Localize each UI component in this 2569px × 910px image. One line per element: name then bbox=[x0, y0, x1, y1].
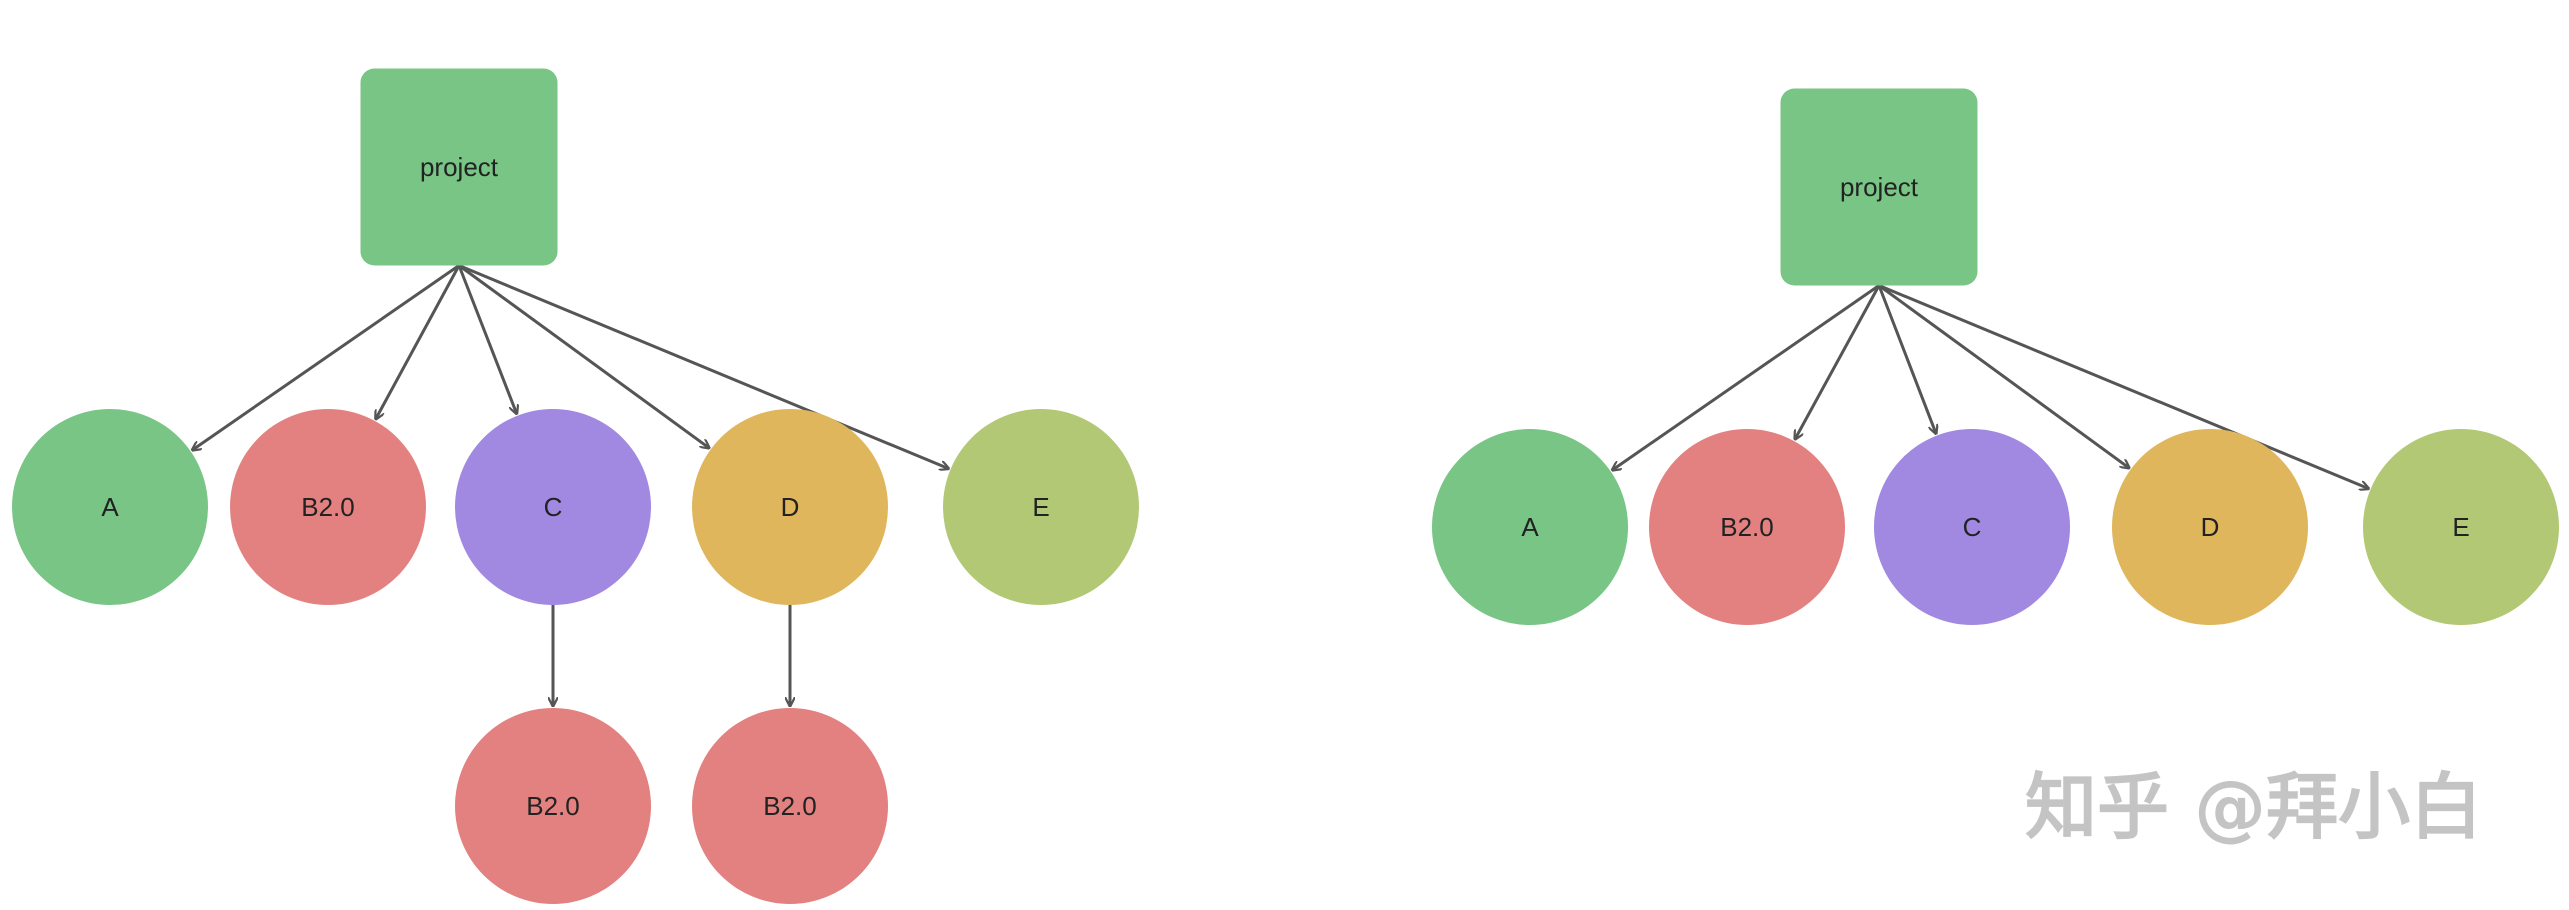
edge-left-project-to-b bbox=[376, 264, 461, 420]
node-label: D bbox=[781, 492, 800, 522]
project-box bbox=[1780, 88, 1978, 286]
node-left-cb: B2.0 bbox=[455, 708, 651, 904]
node-label: B2.0 bbox=[1720, 512, 1774, 542]
node-label: E bbox=[1032, 492, 1049, 522]
node-right-c: C bbox=[1874, 429, 2070, 625]
node-circle bbox=[1432, 429, 1628, 625]
edge-right-project-to-c bbox=[1877, 284, 1936, 434]
node-circle bbox=[12, 409, 208, 605]
node-label: D bbox=[2201, 512, 2220, 542]
node-label: A bbox=[1521, 512, 1539, 542]
node-left-c: C bbox=[455, 409, 651, 605]
edge-left-project-to-c bbox=[457, 264, 517, 414]
node-label: B2.0 bbox=[301, 492, 355, 522]
edge-right-project-to-b bbox=[1795, 284, 1881, 440]
edges-layer bbox=[192, 264, 2369, 707]
node-circle bbox=[455, 409, 651, 605]
node-label: B2.0 bbox=[763, 791, 817, 821]
edge-left-project-to-e bbox=[458, 264, 949, 469]
node-right-d: D bbox=[2112, 429, 2308, 625]
node-right-a: A bbox=[1432, 429, 1628, 625]
node-circle bbox=[692, 409, 888, 605]
node-right-b: B2.0 bbox=[1649, 429, 1845, 625]
node-right-e: E bbox=[2363, 429, 2559, 625]
node-left-e: E bbox=[943, 409, 1139, 605]
node-circle bbox=[455, 708, 651, 904]
node-left-d: D bbox=[692, 409, 888, 605]
node-circle bbox=[692, 708, 888, 904]
node-circle bbox=[1649, 429, 1845, 625]
node-left-db: B2.0 bbox=[692, 708, 888, 904]
node-circle bbox=[2363, 429, 2559, 625]
node-circle bbox=[230, 409, 426, 605]
node-label: C bbox=[544, 492, 563, 522]
node-left-project: project bbox=[360, 68, 558, 266]
node-circle bbox=[2112, 429, 2308, 625]
node-label: E bbox=[2452, 512, 2469, 542]
node-label: project bbox=[1840, 172, 1919, 202]
node-circle bbox=[1874, 429, 2070, 625]
node-circle bbox=[943, 409, 1139, 605]
node-label: A bbox=[101, 492, 119, 522]
node-left-a: A bbox=[12, 409, 208, 605]
node-label: project bbox=[420, 152, 499, 182]
node-right-project: project bbox=[1780, 88, 1978, 286]
node-left-b: B2.0 bbox=[230, 409, 426, 605]
edge-right-project-to-a bbox=[1612, 284, 1880, 471]
node-label: C bbox=[1963, 512, 1982, 542]
node-label: B2.0 bbox=[526, 791, 580, 821]
edge-left-project-to-a bbox=[192, 264, 460, 451]
project-box bbox=[360, 68, 558, 266]
edge-right-project-to-d bbox=[1878, 284, 2129, 469]
watermark: 知乎 @拜小白 bbox=[2025, 765, 2482, 849]
edge-left-project-to-d bbox=[458, 264, 709, 449]
edge-right-project-to-e bbox=[1878, 284, 2369, 489]
